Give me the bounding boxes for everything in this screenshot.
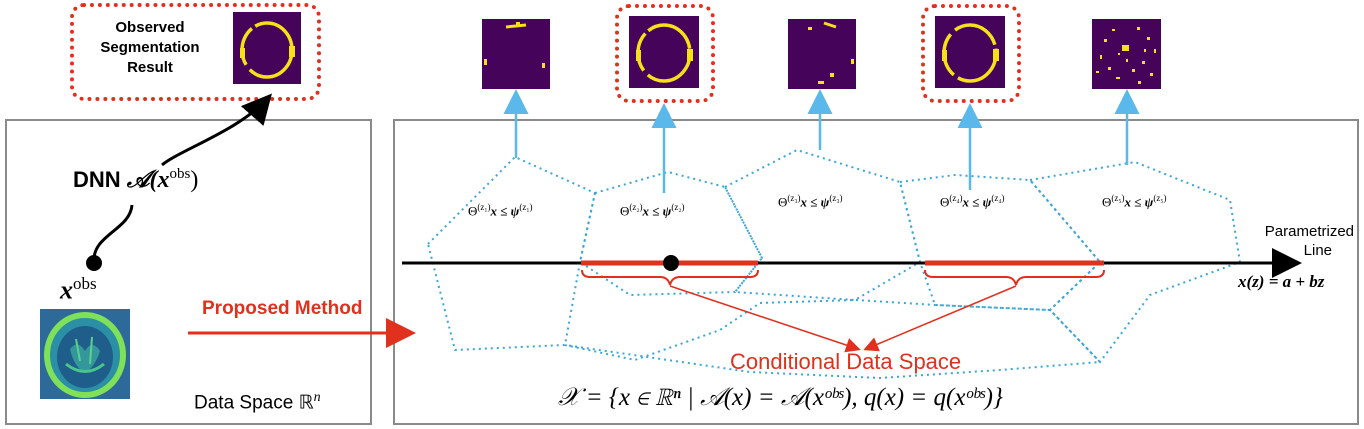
segmentation-thumb-2 [629, 16, 699, 88]
dnn-text: DNN [73, 167, 121, 192]
dnn-math: 𝒜(xobs) [126, 166, 199, 193]
segmentation-thumb-1 [482, 19, 550, 89]
data-space-sup: n [313, 390, 321, 405]
region-1-sup2: (z₁) [519, 202, 533, 212]
region-polygon-1 [426, 155, 597, 352]
brace-1-connector [669, 285, 861, 353]
parametrized-line-label: Parametrized Line [1228, 222, 1354, 260]
region-2-rest: x ≤ ψ [642, 203, 672, 219]
region-1-rest: x ≤ ψ [490, 203, 520, 219]
observed-result-label: Observed Segmentation Result [80, 18, 220, 78]
region-4-sup2: (z₄) [991, 193, 1005, 203]
selected-thumb-frame-2 [615, 4, 715, 103]
region-2-sup2: (z₂) [671, 202, 685, 212]
region-1-sup: (z₁) [477, 202, 491, 212]
x-obs-sup: obs [73, 274, 97, 293]
dnn-to-result-arrow [161, 93, 272, 167]
observed-label-line2: Segmentation [100, 39, 200, 56]
selected-thumb-frame-4 [921, 4, 1021, 103]
observed-result-frame [70, 3, 321, 101]
conditional-space-formula: 𝒳 = {x ∈ ℝⁿ | 𝒜(x) = 𝒜(xᵒᵇˢ), q(x) = q(x… [558, 384, 1003, 411]
segmentation-thumb-3 [788, 19, 856, 89]
data-space-label: Data Space ℝn [194, 390, 321, 414]
brace-1 [581, 269, 759, 286]
region-label-5: Θ(z₅)x ≤ ψ(z₅) [1102, 193, 1167, 210]
region-5-rest: x ≤ ψ [1124, 194, 1154, 210]
region-3-sup: (z₃) [787, 193, 801, 203]
left-panel [5, 119, 372, 425]
segmentation-thumb-5 [1092, 19, 1161, 89]
parametrized-label-line2: Line [1303, 242, 1332, 259]
region-3-sup2: (z₃) [829, 193, 843, 203]
line-equation: x(z) = a + bz [1238, 272, 1325, 291]
brain-scan-image [40, 309, 130, 399]
xobs-dot [86, 255, 102, 271]
region-polygon-3 [723, 148, 922, 302]
brace-2 [924, 269, 1105, 286]
conditional-data-space-label: Conditional Data Space [730, 349, 962, 374]
segmentation-thumb-4 [935, 16, 1005, 88]
observed-segmentation-image [233, 12, 301, 84]
region-3-theta: Θ [778, 194, 788, 210]
region-label-3: Θ(z₃)x ≤ ψ(z₃) [778, 193, 843, 210]
region-3-rest: x ≤ ψ [800, 194, 830, 210]
region-label-2: Θ(z₂)x ≤ ψ(z₂) [620, 202, 685, 219]
region-4-theta: Θ [940, 194, 950, 210]
observed-point-dot [663, 255, 679, 271]
dnn-math-main: 𝒜(x [126, 167, 170, 193]
region-2-sup: (z₂) [629, 202, 643, 212]
data-space-text: Data Space ℝ [194, 392, 314, 414]
x-obs-label: xobs [60, 274, 97, 306]
region-2-theta: Θ [620, 203, 630, 219]
region-polygon-5 [1028, 160, 1242, 364]
region-5-sup2: (z₅) [1153, 193, 1167, 203]
dnn-math-sup: obs [169, 166, 191, 182]
region-5-theta: Θ [1102, 194, 1112, 210]
parametrized-label-line1: Parametrized [1264, 223, 1354, 240]
region-polygon-2 [578, 170, 764, 297]
region-label-4: Θ(z₄)x ≤ ψ(z₄) [940, 193, 1005, 210]
region-4-rest: x ≤ ψ [962, 194, 992, 210]
xobs-to-dnn-connector [92, 204, 134, 263]
observed-label-line1: Observed [115, 19, 185, 36]
dnn-math-close: ) [190, 167, 199, 193]
proposed-method-label: Proposed Method [202, 298, 363, 319]
dnn-label: DNN 𝒜(xobs) [73, 166, 198, 194]
region-polygon-4 [898, 173, 1102, 312]
observed-label-line3: Result [127, 59, 173, 76]
region-4-sup: (z₄) [949, 193, 963, 203]
brace-2-connector [863, 285, 1017, 352]
region-5-sup: (z₅) [1111, 193, 1125, 203]
region-1-theta: Θ [468, 203, 478, 219]
region-label-1: Θ(z₁)x ≤ ψ(z₁) [468, 202, 533, 219]
right-panel [393, 119, 1359, 425]
x-obs-main: x [60, 275, 73, 305]
